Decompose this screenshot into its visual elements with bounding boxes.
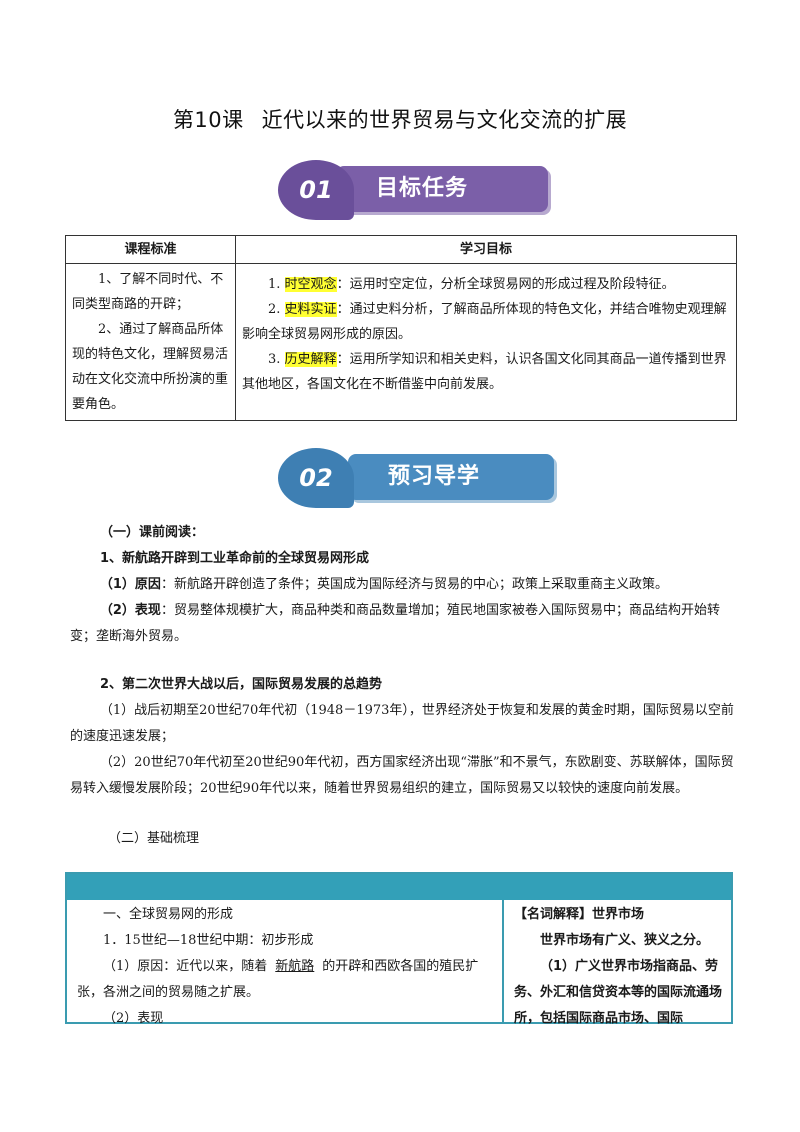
term-line: （1）广义世界市场指商品、劳务、外汇和信贷资本等的国际流通场所，包括国际商品市场… bbox=[514, 959, 723, 1026]
outline-performance: （2）表现 bbox=[103, 1011, 164, 1026]
banner-label: 目标任务 bbox=[376, 176, 469, 201]
objectives-table: 课程标准 学习目标 1、了解不同时代、不同类型商路的开辟； 2、通过了解商品所体… bbox=[65, 235, 737, 421]
lesson-name: 近代以来的世界贸易与文化交流的扩展 bbox=[261, 108, 628, 132]
page-title: 第10课近代以来的世界贸易与文化交流的扩展 bbox=[0, 104, 800, 134]
basics-content: 一、全球贸易网的形成 1．15世纪—18世纪中期：初步形成 （1）原因：近代以来… bbox=[67, 900, 504, 1026]
highlight-tag: 史料实证 bbox=[284, 302, 337, 317]
outline-subheading: 1．15世纪—18世纪中期：初步形成 bbox=[103, 933, 314, 948]
section-2-title: 2、第二次世界大战以后，国际贸易发展的总趋势 bbox=[100, 677, 383, 692]
outline-heading: 一、全球贸易网的形成 bbox=[103, 907, 234, 922]
section-1-item: （1）原因：新航路开辟创造了条件；英国成为国际经济与贸易的中心；政策上采取重商主… bbox=[99, 577, 668, 592]
banner-number-badge: 01 bbox=[278, 160, 354, 220]
standard-item: 2、通过了解商品所体现的特色文化，理解贸易活动在文化交流中所扮演的重要角色。 bbox=[72, 322, 229, 412]
fill-blank-answer: 新航路 bbox=[275, 959, 315, 974]
goal-item: 3. 历史解释：运用所学知识和相关史料，认识各国文化同其商品一道传播到世界其他地… bbox=[242, 352, 727, 392]
outline-reason: （1）原因：近代以来，随着新航路的开辟和西欧各国的殖民扩张，各洲之间的贸易随之扩… bbox=[77, 959, 479, 1000]
section-2-item: （1）战后初期至20世纪70年代初（1948－1973年），世界经济处于恢复和发… bbox=[70, 703, 734, 744]
lesson-number: 第10课 bbox=[172, 108, 244, 132]
basics-table: 一、全球贸易网的形成 1．15世纪—18世纪中期：初步形成 （1）原因：近代以来… bbox=[65, 872, 733, 1026]
section-banner-preview: 预习导学 02 bbox=[278, 448, 558, 508]
goal-item: 2. 史料实证：通过史料分析，了解商品所体现的特色文化，并结合唯物史观理解影响全… bbox=[242, 302, 727, 342]
banner-number-badge: 02 bbox=[278, 448, 354, 508]
banner-label: 预习导学 bbox=[388, 464, 481, 489]
section-1-title: 1、新航路开辟到工业革命前的全球贸易网形成 bbox=[100, 551, 370, 566]
banner-number: 01 bbox=[299, 176, 333, 204]
section-1-item: （2）表现：贸易整体规模扩大，商品种类和商品数量增加；殖民地国家被卷入国际贸易中… bbox=[70, 603, 720, 644]
basics-heading: （二）基础梳理 bbox=[108, 831, 200, 846]
section-banner-targets: 目标任务 01 bbox=[278, 160, 550, 220]
standard-item: 1、了解不同时代、不同类型商路的开辟； bbox=[72, 272, 224, 312]
goals-cell: 1. 时空观念：运用时空定位，分析全球贸易网的形成过程及阶段特征。 2. 史料实… bbox=[235, 263, 737, 421]
term-title: 【名词解释】世界市场 bbox=[514, 907, 645, 922]
banner-label-pill: 预习导学 bbox=[348, 454, 554, 500]
highlight-tag: 时空观念 bbox=[284, 277, 337, 292]
pre-reading-section: （一）课前阅读： 1、新航路开辟到工业革命前的全球贸易网形成 （1）原因：新航路… bbox=[70, 520, 735, 852]
section-2-item: （2）20世纪70年代初至20世纪90年代初，西方国家经济出现“滞胀”和不景气，… bbox=[70, 755, 734, 796]
banner-number: 02 bbox=[299, 464, 333, 492]
highlight-tag: 历史解释 bbox=[284, 352, 337, 367]
col-header-goals: 学习目标 bbox=[235, 235, 737, 264]
table-header-band bbox=[67, 874, 731, 900]
goal-item: 1. 时空观念：运用时空定位，分析全球贸易网的形成过程及阶段特征。 bbox=[268, 277, 675, 292]
term-explanation: 【名词解释】世界市场 世界市场有广义、狭义之分。 （1）广义世界市场指商品、劳务… bbox=[506, 900, 731, 1026]
term-line: 世界市场有广义、狭义之分。 bbox=[540, 933, 710, 948]
reading-heading: （一）课前阅读： bbox=[100, 525, 205, 540]
standards-cell: 1、了解不同时代、不同类型商路的开辟； 2、通过了解商品所体现的特色文化，理解贸… bbox=[65, 263, 236, 421]
banner-label-pill: 目标任务 bbox=[336, 166, 548, 212]
col-header-standards: 课程标准 bbox=[65, 235, 236, 264]
